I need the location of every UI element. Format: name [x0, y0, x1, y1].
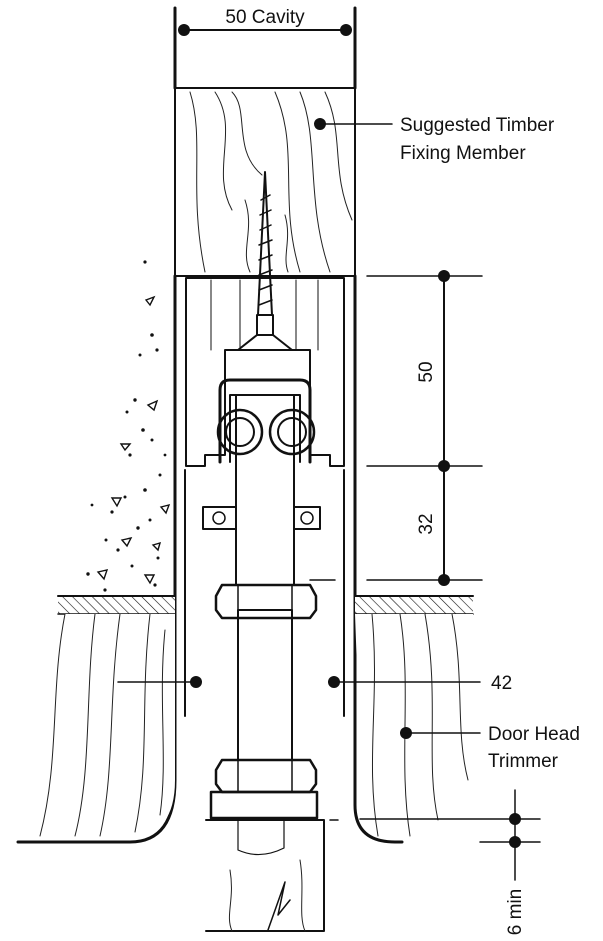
- timber-fixing-member: [174, 87, 356, 277]
- timber-label-line2: Fixing Member: [400, 143, 526, 164]
- cavity-label: 50 Cavity: [225, 7, 305, 28]
- door-head-trimmer: [18, 613, 473, 837]
- dim-42-label: 42: [491, 673, 512, 694]
- trimmer-label-line1: Door Head: [488, 724, 580, 745]
- fixing-screw: [237, 171, 293, 351]
- bracket-assembly: [216, 378, 316, 464]
- dim-50-label: 50: [416, 361, 437, 382]
- door-leaf: [205, 819, 339, 932]
- cavity-dimension: 50 Cavity: [173, 6, 357, 90]
- adjusting-rod: [209, 579, 336, 820]
- dim-32-label: 32: [416, 513, 437, 534]
- grout-housing: [185, 277, 345, 467]
- timber-label-line1: Suggested Timber: [400, 115, 555, 136]
- trimmer-label-leader: Door Head Trimmer: [400, 724, 580, 772]
- timber-label-leader: Suggested Timber Fixing Member: [314, 115, 555, 164]
- vertical-dimensions: 50 32: [366, 270, 483, 586]
- dim-6min-label: 6 min: [505, 889, 526, 935]
- hanger-bar: [235, 394, 295, 586]
- dim-6min: 6 min: [359, 789, 541, 935]
- head-hatching: [57, 595, 474, 615]
- plaster-triangles: [96, 295, 171, 585]
- side-nuts: [202, 506, 321, 530]
- plaster-speckles: [86, 260, 167, 592]
- trimmer-label-line2: Trimmer: [488, 751, 559, 772]
- dim-42-leaders: 42: [117, 673, 512, 694]
